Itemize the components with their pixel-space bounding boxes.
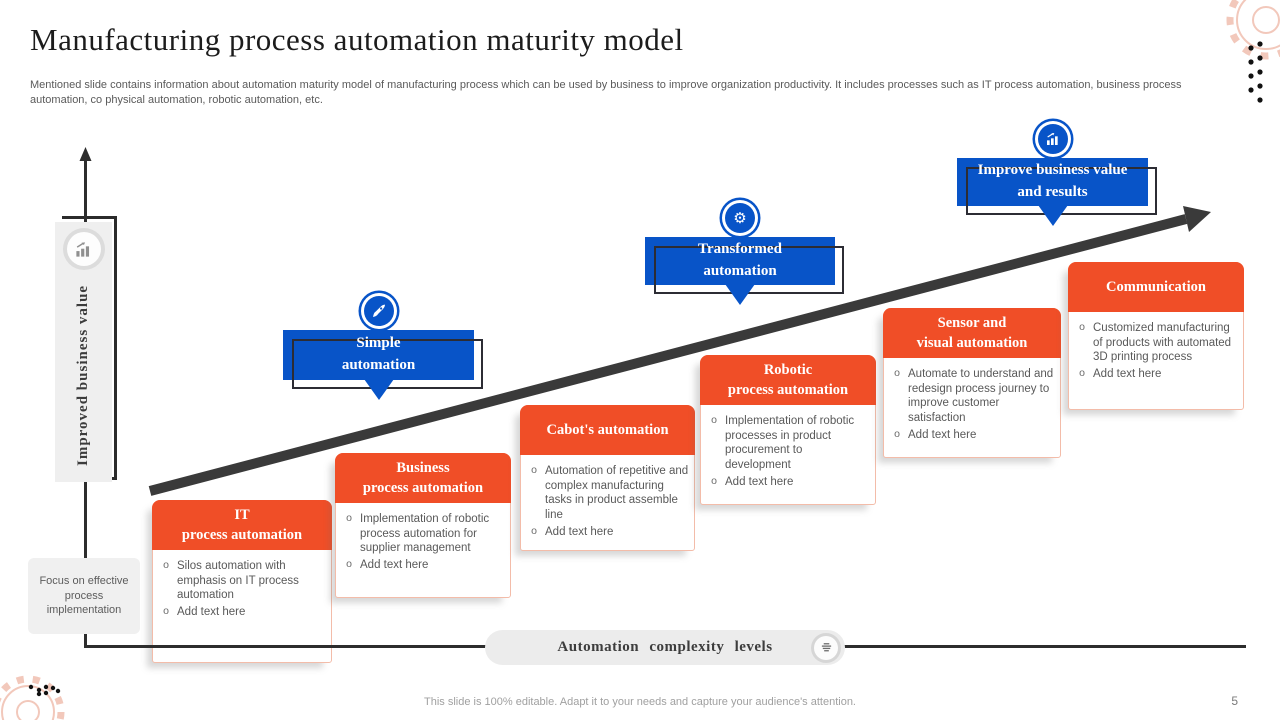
milestone-label-line: automation — [341, 357, 416, 373]
page-title: Manufacturing process automation maturit… — [30, 22, 684, 57]
bullet-item: o Automation of repetitive and complex ma… — [523, 464, 689, 523]
stage-title: Cabot's automation — [520, 405, 695, 455]
bullet-marker: o — [531, 464, 537, 476]
bullet-item: o Add text here — [523, 525, 689, 540]
bullet-text: Add text here — [908, 428, 977, 441]
stage-title: Sensor and visual automation — [883, 308, 1061, 358]
footer-note: This slide is 100% editable. Adapt it to… — [424, 696, 856, 708]
stage-title: Robotic process automation — [700, 355, 876, 405]
stage-bullets: o Automate to understand and redesign pro… — [884, 358, 1060, 451]
dots-decoration-top-right — [1248, 41, 1263, 103]
page-number: 5 — [1231, 694, 1238, 708]
bullet-item: o Add text here — [1071, 367, 1238, 382]
stage-bullets: o Customized manufacturing of products wi… — [1069, 312, 1243, 390]
bullet-text: Customized manufacturing of products wit… — [1093, 322, 1232, 364]
stage-card-communication: Communication o Customized manufacturing … — [1068, 262, 1244, 410]
stage-title: Communication — [1068, 262, 1244, 312]
growth-arrowhead-icon — [1183, 206, 1211, 232]
bullet-marker: o — [163, 559, 169, 571]
stage-title-line: visual automation — [916, 335, 1028, 351]
bullet-item: o Customized manufacturing of products wi… — [1071, 321, 1238, 365]
y-axis-label: Improved business value — [75, 284, 91, 466]
milestone-label-line: Simple — [356, 335, 401, 352]
bullet-marker: o — [711, 414, 717, 426]
slide-description: Mentioned slide contains information abo… — [30, 79, 1182, 106]
stage-title-line: process automation — [181, 527, 303, 543]
bullet-text: Implementation of robotic processes in p… — [725, 415, 855, 472]
bullet-item: o Implementation of robotic processes in … — [703, 414, 870, 473]
bullet-text: Implementation of robotic process automa… — [360, 513, 490, 555]
bullet-marker: o — [1079, 367, 1085, 380]
bullet-text: Automation of repetitive and complex man… — [545, 465, 689, 522]
milestone-label-line: and results — [1017, 184, 1088, 200]
stage-title-line: Communication — [1106, 278, 1206, 295]
bullet-marker: o — [894, 367, 900, 379]
bullet-item: o Add text here — [886, 428, 1055, 443]
stage-title-line: process automation — [727, 382, 849, 398]
stage-bullets: o Implementation of robotic processes in … — [701, 405, 875, 498]
bullet-item: o Implementation of robotic process autom… — [338, 512, 505, 556]
chart-growth-icon — [66, 232, 101, 266]
bullet-item: o Automate to understand and redesign pro… — [886, 367, 1055, 426]
x-axis-label: Automation complexity levels — [485, 630, 845, 665]
pointer-down-icon — [725, 284, 755, 305]
y-axis-arrowhead-icon — [79, 147, 92, 161]
stage-card-cabots-automation: Cabot's automation o Automation of repeti… — [520, 405, 695, 551]
stage-title-line: Cabot's automation — [546, 421, 669, 438]
stage-title: Business process automation — [335, 453, 511, 503]
dots-decoration-bottom-left — [28, 684, 61, 697]
stage-bullets: o Automation of repetitive and complex ma… — [521, 455, 694, 548]
milestone-transformed-automation: ⚙ Transformed automation — [645, 203, 844, 305]
stage-card-business-process-automation: Business process automation o Implementat… — [335, 453, 511, 598]
bullet-item: o Add text here — [155, 605, 326, 620]
bullet-text: Add text here — [177, 606, 246, 619]
stage-title-line: Robotic — [763, 361, 813, 378]
bullet-marker: o — [711, 474, 717, 487]
bullet-marker: o — [346, 512, 352, 524]
milestone-label-line: Transformed — [698, 241, 782, 258]
gear-decoration-top-right — [1226, 0, 1280, 60]
bullet-marker: o — [894, 427, 900, 440]
stage-title-line: IT — [234, 506, 250, 523]
bullet-marker: o — [346, 558, 352, 571]
stage-title-line: process automation — [362, 480, 484, 496]
x-axis-label-text: Automation complexity levels — [557, 639, 773, 655]
factory-growth-icon — [1037, 124, 1068, 154]
bullet-marker: o — [531, 524, 537, 537]
gear-glyph: ⚙ — [733, 208, 747, 227]
stage-title-line: Sensor and — [937, 314, 1007, 331]
stage-bullets: o Silos automation with emphasis on IT pr… — [153, 550, 331, 628]
bullet-text: Add text here — [360, 559, 429, 572]
stage-card-sensor-visual-automation: Sensor and visual automation o Automate t… — [883, 308, 1061, 458]
bullet-text: Automate to understand and redesign proc… — [908, 368, 1054, 425]
levels-lines-icon — [814, 635, 838, 660]
hand-gear-icon: ⚙ — [725, 203, 755, 233]
stage-title-line: Business — [396, 459, 450, 476]
milestone-label-line: Improve business value — [977, 162, 1128, 179]
origin-note: Focus on effective process implementatio… — [28, 558, 140, 634]
bullet-text: Add text here — [1093, 368, 1162, 381]
milestone-improve-business-value: Improve business value and results — [957, 124, 1157, 226]
bullet-item: o Add text here — [338, 558, 505, 573]
stage-card-robotic-process-automation: Robotic process automation o Implementati… — [700, 355, 876, 505]
y-axis-panel: Improved business value — [55, 222, 112, 482]
bullet-text: Add text here — [545, 525, 614, 538]
pointer-down-icon — [363, 379, 394, 400]
bullet-item: o Add text here — [703, 475, 870, 490]
bullet-marker: o — [1079, 321, 1085, 333]
pointer-down-icon — [1037, 205, 1068, 226]
bullet-item: o Silos automation with emphasis on IT pr… — [155, 559, 326, 603]
stage-title: IT process automation — [152, 500, 332, 550]
bullet-marker: o — [163, 605, 169, 618]
rocket-icon — [363, 296, 394, 326]
stage-card-it-process-automation: IT process automation o Silos automation … — [152, 500, 332, 663]
milestone-label-line: automation — [703, 263, 777, 279]
milestone-simple-automation: Simple automation — [283, 296, 483, 400]
stage-bullets: o Implementation of robotic process autom… — [336, 503, 510, 581]
bullet-text: Silos automation with emphasis on IT pro… — [177, 560, 299, 602]
bullet-text: Add text here — [725, 475, 794, 488]
